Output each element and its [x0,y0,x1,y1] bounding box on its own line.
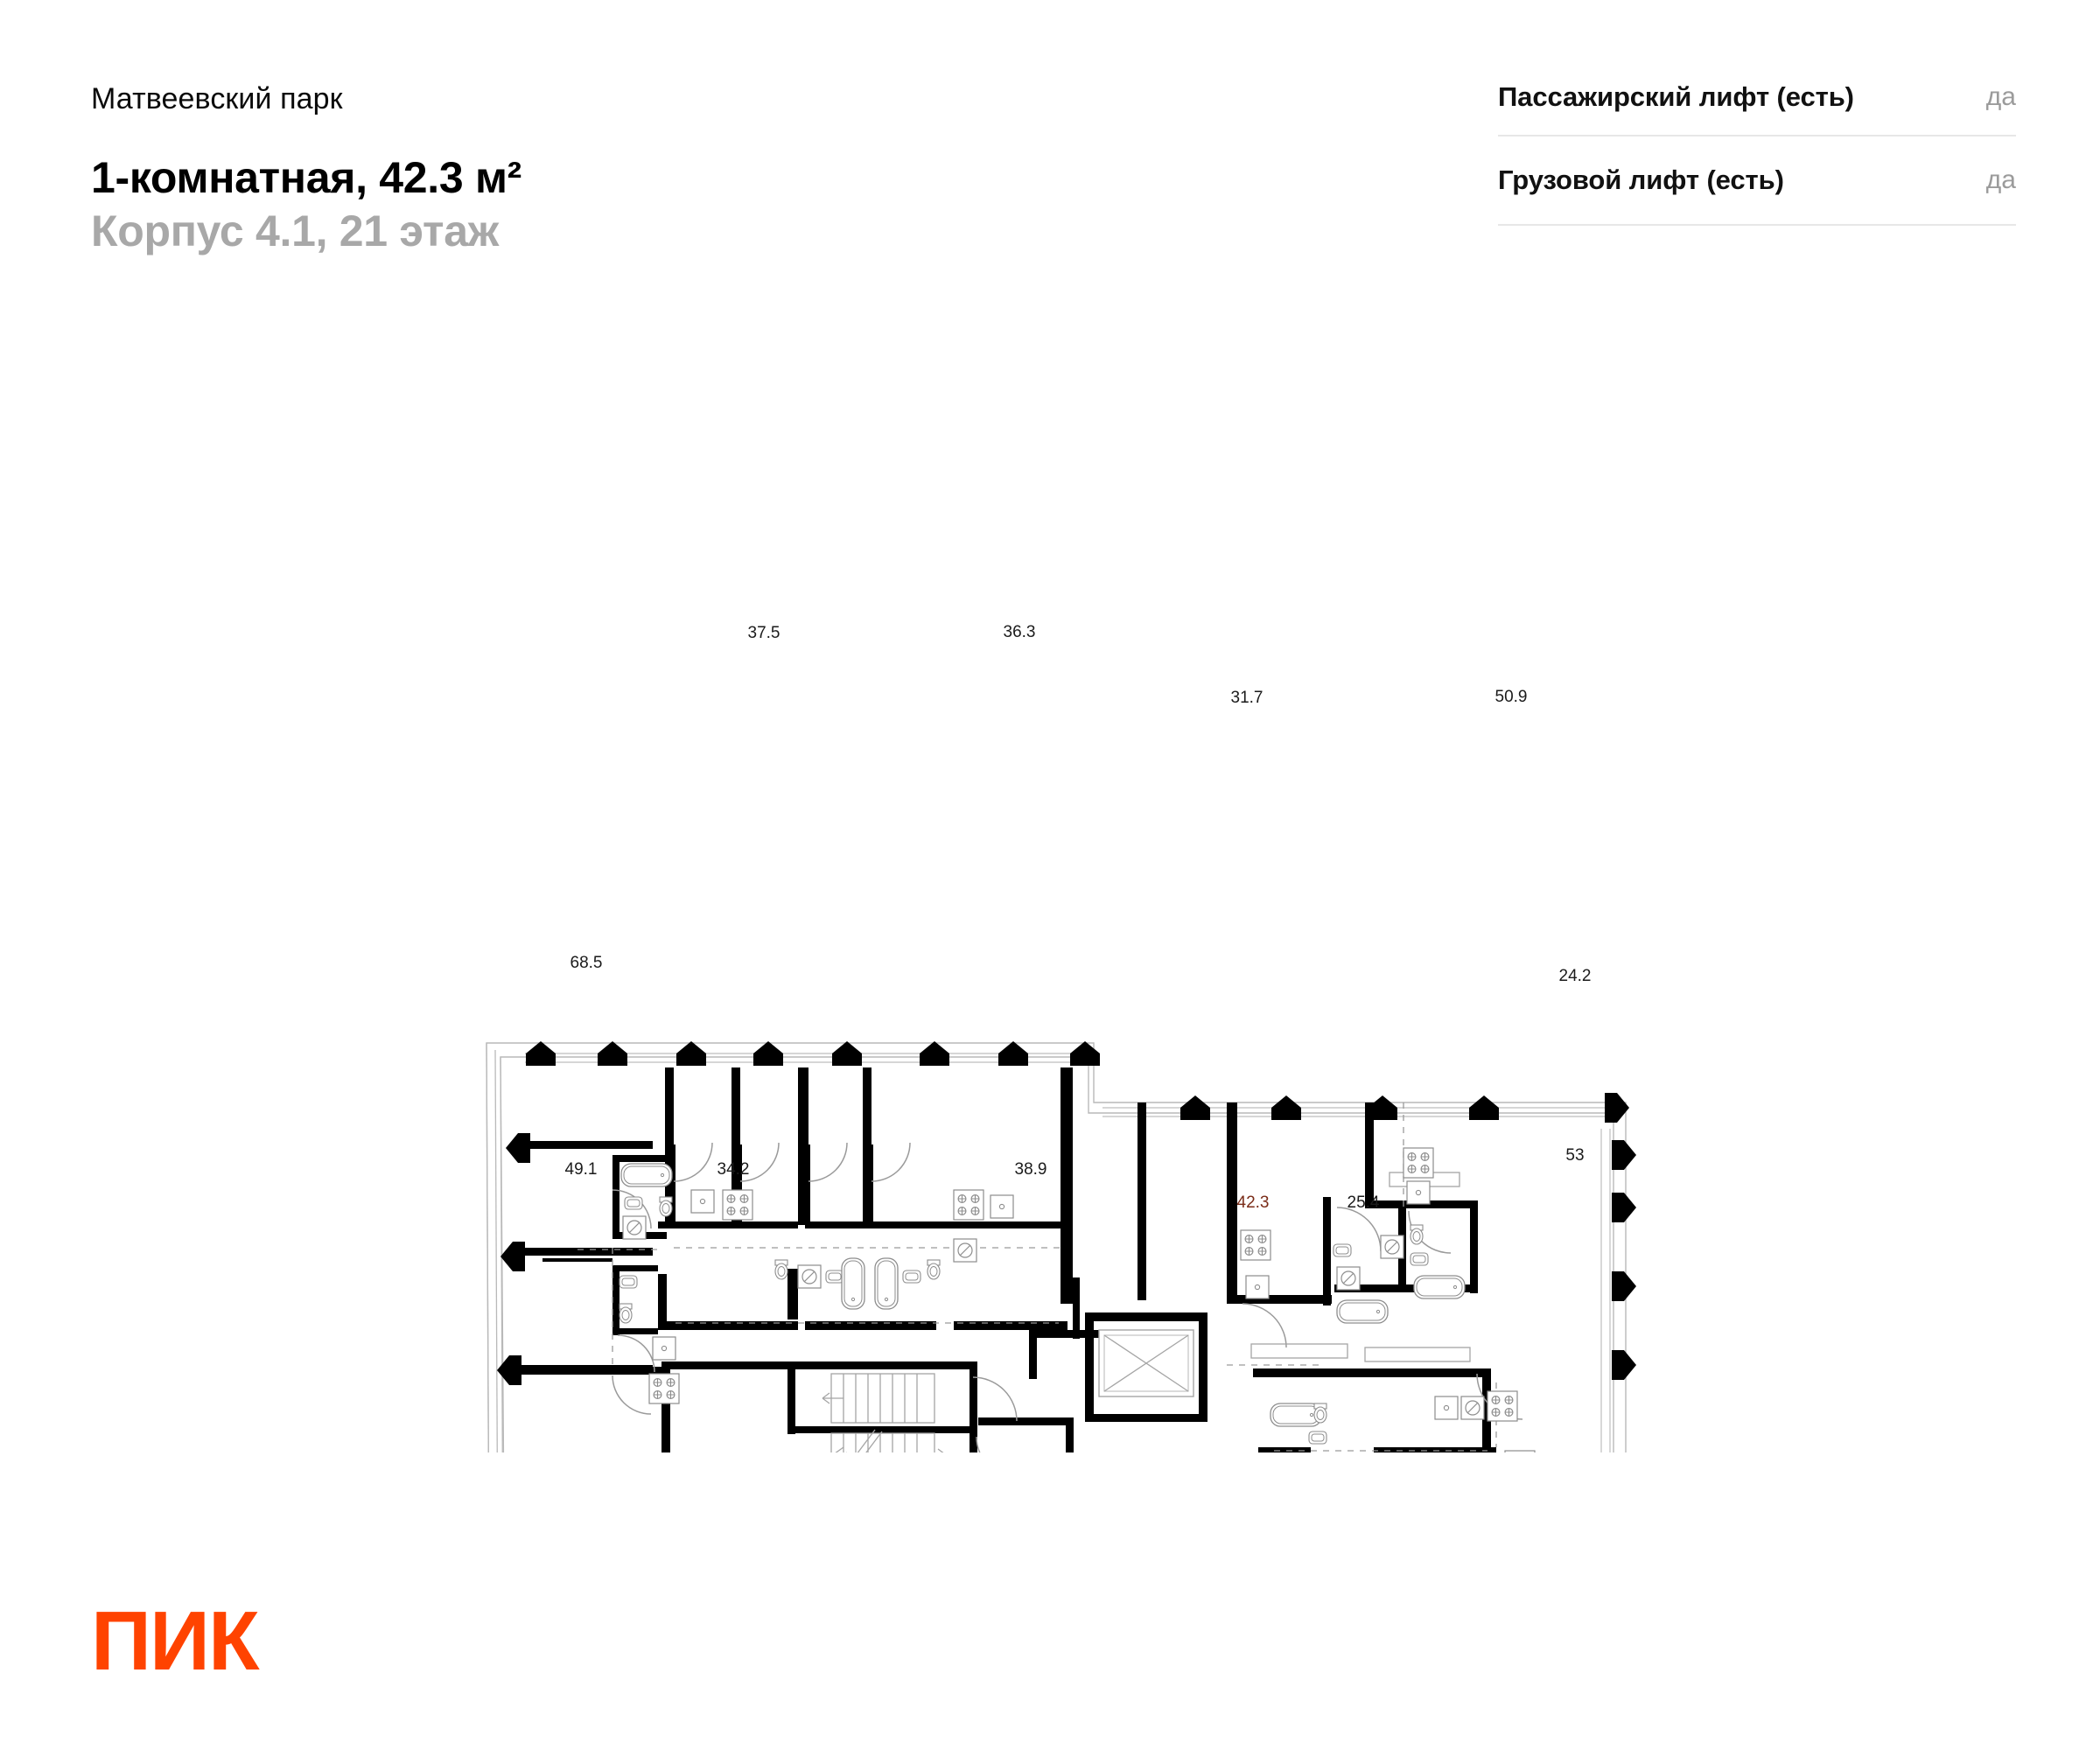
pik-logo[interactable]: ПИК [91,1594,260,1688]
building-floor-subtitle: Корпус 4.1, 21 этаж [91,206,499,256]
floor-plan-svg[interactable]: 37.5 36.3 31.7 50.9 68.5 24.2 53 49.1 34… [0,490,2100,1452]
area-label: 25.4 [1348,1194,1380,1212]
area-label: 31.7 [1231,689,1264,707]
complex-name: Матвеевский парк [91,82,343,116]
area-label: 49.1 [565,1160,598,1179]
elevator-shafts [1098,1329,1194,1397]
spec-value: да [1985,82,2016,111]
area-label: 36.3 [1004,623,1036,641]
area-label: 53 [1565,1146,1584,1165]
area-label-highlighted: 42.3 [1237,1194,1270,1212]
spec-row-cargo-lift: Грузовой лифт (есть) да [1498,136,2016,226]
floor-plan: 37.5 36.3 31.7 50.9 68.5 24.2 53 49.1 34… [0,490,2100,1452]
specs-table: Пассажирский лифт (есть) да Грузовой лиф… [1498,60,2016,226]
area-label: 24.2 [1559,967,1592,985]
page-header: Матвеевский парк 1-комнатная, 42.3 м² Ко… [0,0,2100,289]
spec-row-passenger-lift: Пассажирский лифт (есть) да [1498,60,2016,136]
partition-walls [542,1144,873,1262]
zoning-dashed-lines [578,1102,1497,1452]
title-block: Матвеевский парк 1-комнатная, 42.3 м² Ко… [91,80,1141,258]
left-facade [486,1042,503,1452]
area-label: 50.9 [1495,688,1528,706]
area-label: 68.5 [570,954,603,972]
plan-geometry [486,1041,1636,1452]
area-label: 38.9 [1015,1160,1047,1179]
area-label: 34.2 [718,1160,750,1179]
area-labels: 37.5 36.3 31.7 50.9 68.5 24.2 53 49.1 34… [565,623,1592,1212]
spec-label: Грузовой лифт (есть) [1498,164,1784,195]
passenger-elevator-1 [1098,1329,1194,1397]
page-title: 1-комнатная, 42.3 м² [91,152,522,202]
spec-label: Пассажирский лифт (есть) [1498,81,1854,112]
area-label: 37.5 [748,624,780,642]
spec-value: да [1985,165,2016,194]
staircase [822,1373,944,1452]
